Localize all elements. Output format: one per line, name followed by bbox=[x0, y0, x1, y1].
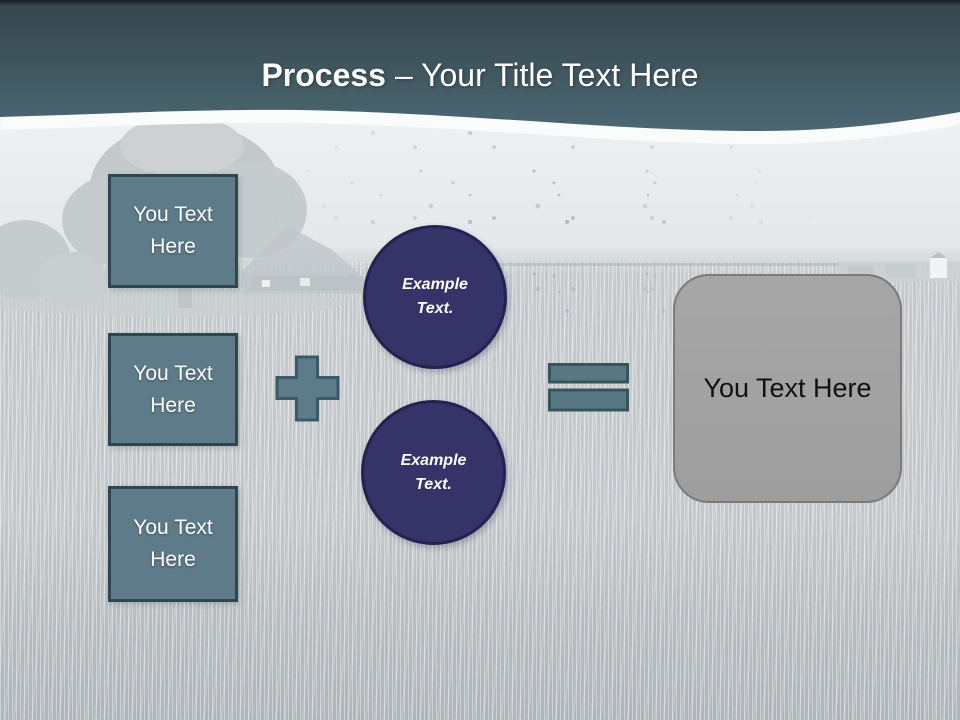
slide-title: Process– Your Title Text Here bbox=[0, 55, 960, 95]
example-circle-1-label: Example Text. bbox=[402, 276, 468, 317]
step-box-2-label: You Text Here bbox=[133, 361, 213, 417]
example-circle-1: Example Text. bbox=[363, 225, 507, 369]
step-box-1-label: You Text Here bbox=[133, 203, 213, 258]
slide-title-rest: – Your Title Text Here bbox=[394, 57, 699, 93]
result-box-label: You Text Here bbox=[703, 373, 872, 403]
plus-icon bbox=[275, 355, 340, 422]
step-box-3: You Text Here bbox=[108, 486, 238, 602]
example-circle-2-label: Example Text. bbox=[400, 451, 467, 493]
example-circle-2: Example Text. bbox=[361, 400, 506, 545]
equals-icon bbox=[548, 363, 629, 412]
slide-title-keyword: Process bbox=[261, 57, 386, 93]
step-box-1: You Text Here bbox=[108, 174, 238, 288]
step-box-3-label: You Text Here bbox=[133, 516, 213, 571]
result-box: You Text Here bbox=[673, 274, 902, 503]
step-box-2: You Text Here bbox=[108, 333, 238, 446]
